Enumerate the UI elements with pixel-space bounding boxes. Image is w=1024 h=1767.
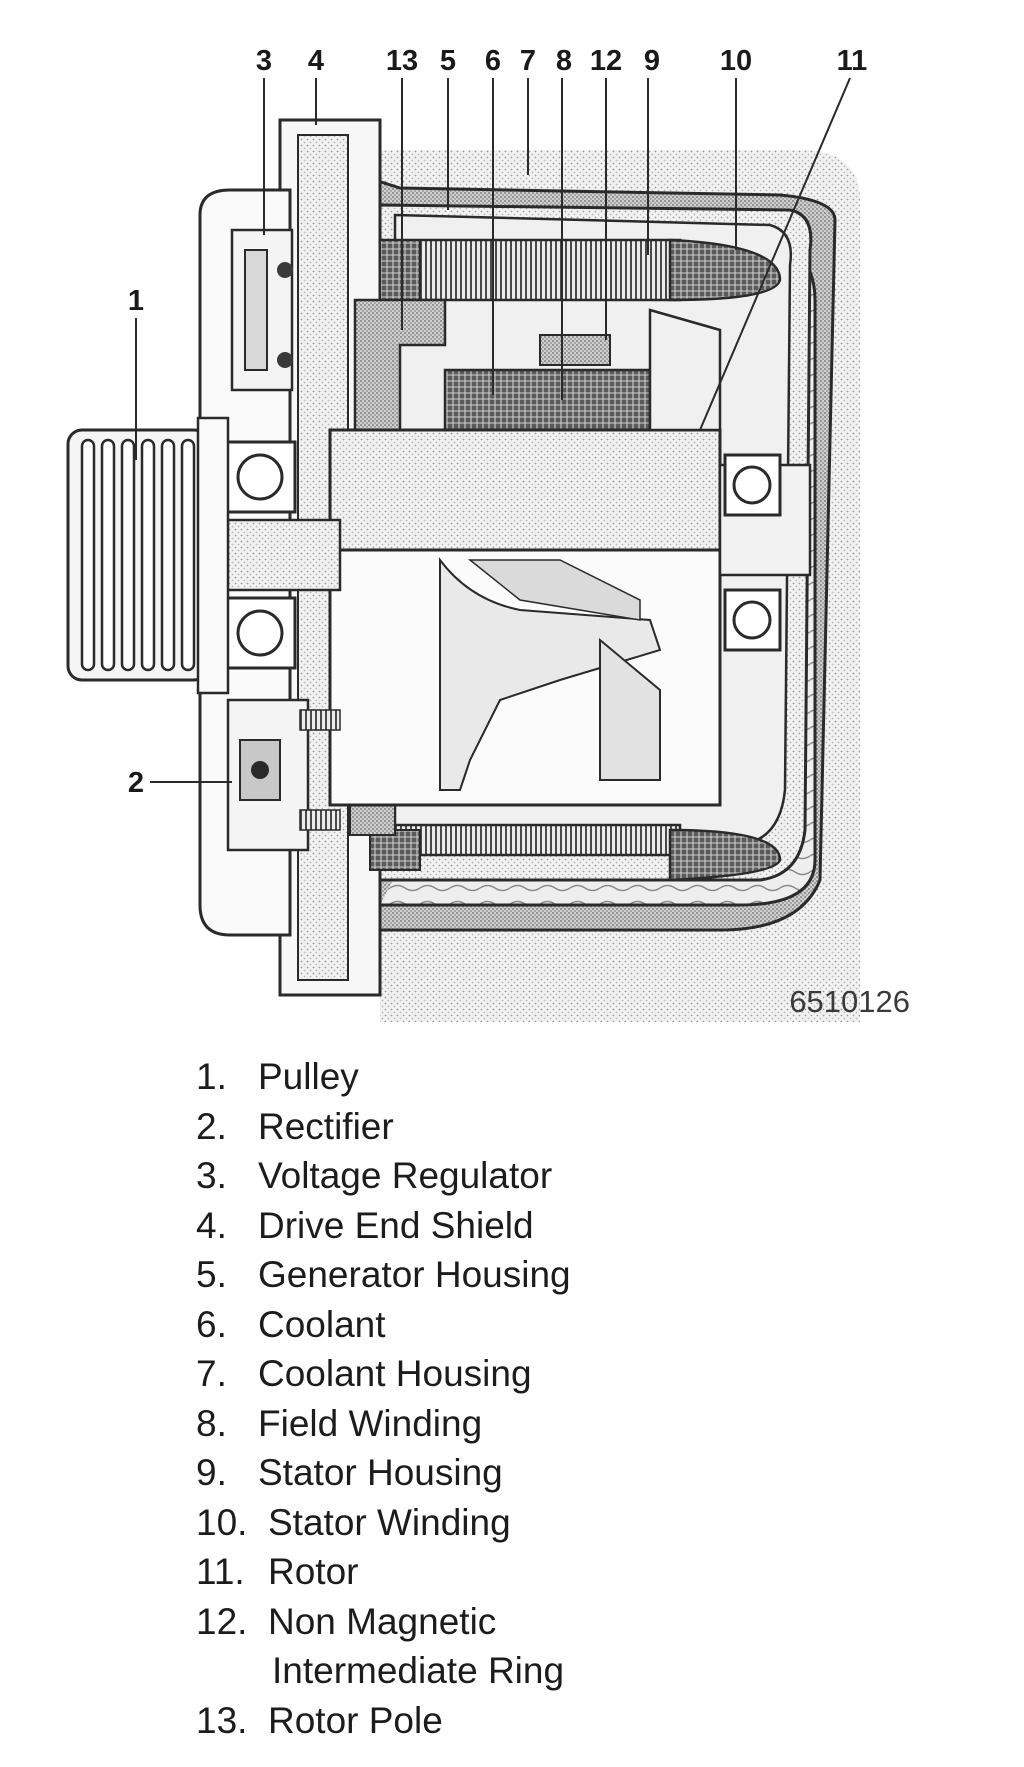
callout-10: 10 — [720, 45, 752, 77]
legend-item-text: Rotor Pole — [268, 1699, 443, 1741]
legend-item-continuation: Intermediate Ring — [196, 1646, 976, 1696]
callout-6: 6 — [485, 45, 501, 77]
legend-item-text: Coolant — [258, 1303, 386, 1345]
figure-id: 6510126 — [789, 984, 910, 1019]
callout-4: 4 — [308, 45, 324, 77]
legend-item: 10. Stator Winding — [196, 1498, 976, 1548]
legend-item-text: Non Magnetic — [268, 1600, 497, 1642]
legend-item: 11. Rotor — [196, 1547, 976, 1597]
non-magnetic-intermediate-ring — [539, 334, 611, 366]
legend-item-text: Rectifier — [258, 1105, 394, 1147]
legend-item-text: Stator Housing — [258, 1452, 503, 1493]
parts-legend: 1. Pulley 2. Rectifier 3. Voltage Regulator… — [196, 1052, 976, 1745]
legend-item: 9. Stator Housing — [196, 1448, 976, 1498]
legend-item: 8. Field Winding — [196, 1399, 976, 1449]
rotor — [328, 308, 722, 807]
legend-item-number: 11. — [196, 1551, 245, 1592]
legend-item-number: 1. — [196, 1056, 227, 1097]
legend-item: 5. Generator Housing — [196, 1250, 976, 1300]
legend-item-number: 7. — [196, 1353, 227, 1394]
legend-item-text: Rotor — [268, 1551, 359, 1592]
legend-item-number: 13. — [196, 1699, 248, 1741]
legend-item-number: 12. — [196, 1600, 248, 1642]
legend-item: 12. Non Magnetic — [196, 1597, 976, 1647]
callout-5: 5 — [440, 45, 456, 77]
legend-item: 4. Drive End Shield — [196, 1201, 976, 1251]
rectifier — [226, 698, 341, 852]
legend-item-text: Drive End Shield — [258, 1204, 534, 1246]
legend-item: 1. Pulley — [196, 1052, 976, 1102]
field-winding — [443, 368, 652, 434]
callout-11: 11 — [837, 45, 868, 77]
legend-item-number: 4. — [196, 1204, 227, 1246]
legend-item-number: 3. — [196, 1155, 227, 1196]
callout-7: 7 — [520, 45, 536, 77]
legend-item: 13. Rotor Pole — [196, 1696, 976, 1746]
voltage-regulator — [230, 228, 294, 392]
legend-item-text: Voltage Regulator — [258, 1155, 553, 1196]
callout-labels: 3 4 13 5 6 7 8 12 9 10 11 1 2 — [128, 45, 867, 799]
pulley — [66, 416, 230, 695]
legend-item-number: 2. — [196, 1105, 227, 1147]
callout-2: 2 — [128, 767, 144, 799]
callout-1: 1 — [128, 285, 144, 317]
legend-item-number: 9. — [196, 1452, 227, 1493]
legend-item-text: Stator Winding — [268, 1501, 511, 1543]
legend-item-number: 5. — [196, 1254, 227, 1295]
legend-item-number: 6. — [196, 1303, 227, 1345]
stator-winding — [369, 238, 782, 882]
callout-8: 8 — [556, 45, 572, 77]
legend-item: 7. Coolant Housing — [196, 1349, 976, 1399]
callout-9: 9 — [644, 45, 660, 77]
leader-lines — [135, 77, 851, 783]
legend-item: 3. Voltage Regulator — [196, 1151, 976, 1201]
stator-housing — [378, 238, 682, 857]
callout-13: 13 — [386, 45, 418, 77]
legend-item-text: Field Winding — [258, 1402, 483, 1444]
legend-item: 6. Coolant — [196, 1300, 976, 1350]
legend-item-text: Coolant Housing — [258, 1353, 532, 1394]
legend-item-text: Pulley — [258, 1056, 359, 1097]
alternator-cross-section-diagram: 3 4 13 5 6 7 8 12 9 10 11 1 2 6510126 — [66, 45, 910, 1022]
legend-item-text: Intermediate Ring — [272, 1650, 565, 1691]
callout-3: 3 — [256, 45, 272, 77]
bearings — [223, 440, 782, 670]
legend-item: 2. Rectifier — [196, 1102, 976, 1152]
callout-12: 12 — [590, 45, 622, 77]
legend-item-text: Generator Housing — [258, 1254, 571, 1295]
legend-item-number: 10. — [196, 1501, 248, 1543]
legend-item-number: 8. — [196, 1402, 227, 1444]
